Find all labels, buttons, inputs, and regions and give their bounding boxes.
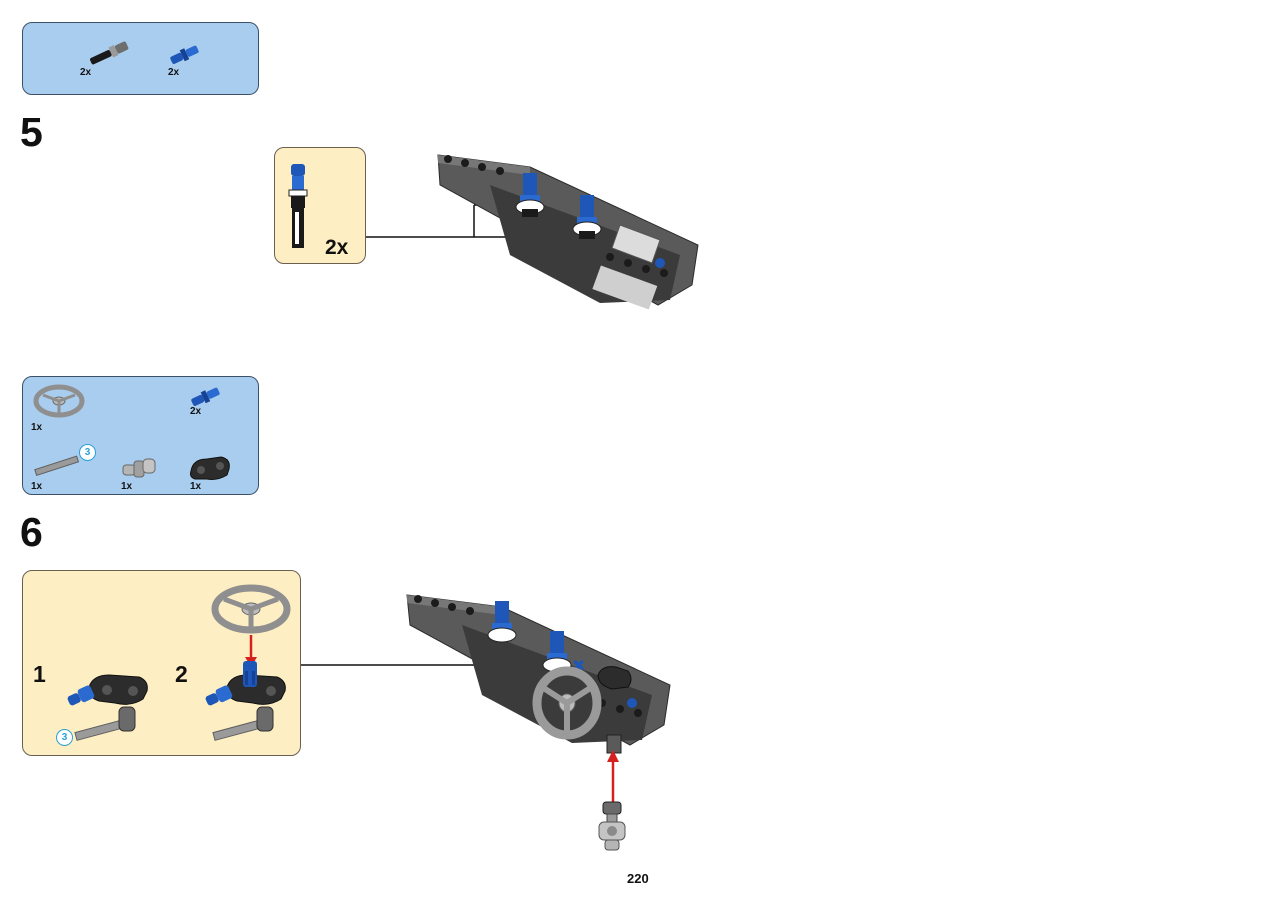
axle-length-badge: 3: [56, 729, 73, 746]
parts-list-step-5: 2x 2x: [22, 22, 259, 95]
subassembly-qty: 2x: [325, 236, 349, 259]
steering-wheel-icon: [211, 584, 291, 634]
universal-joint-icon: [598, 801, 626, 851]
sub-step-2-illustration: [205, 661, 286, 741]
step-5-model-illustration: [437, 154, 699, 310]
part-qty: 1x: [31, 422, 43, 433]
cross-block-black-icon: [190, 456, 230, 480]
axle-pin-blue-icon: [191, 387, 220, 406]
steering-wheel-icon: [33, 384, 85, 418]
part-qty: 1x: [31, 481, 43, 492]
step-6-model-illustration: ✖: [406, 594, 671, 754]
part-qty: 2x: [190, 406, 202, 417]
subassembly-callout-step-6: 1 3 2: [22, 570, 301, 756]
sub-step-number: 1: [33, 661, 46, 687]
axle-3-icon: [34, 455, 80, 477]
part-qty: 2x: [168, 67, 180, 78]
part-qty: 1x: [121, 481, 133, 492]
step-number: 6: [20, 509, 43, 555]
red-arrow-icon: [607, 750, 619, 802]
parts-list-step-6: 1x 2x 3 1x 1x 1x: [22, 376, 259, 495]
pin-with-axle-assembly-icon: [288, 164, 308, 248]
universal-joint-icon: [122, 458, 156, 478]
axle-pin-blue-icon: [170, 45, 199, 64]
page-number: 220: [627, 871, 649, 886]
step-number: 5: [20, 109, 43, 155]
subassembly-callout-step-5: 2x: [274, 147, 366, 264]
axle-length-badge: 3: [79, 444, 96, 461]
sub-step-1-illustration: [67, 674, 148, 741]
axle-pin-with-friction-black-icon: [90, 41, 129, 65]
part-qty: 1x: [190, 481, 202, 492]
sub-step-number: 2: [175, 661, 188, 687]
part-qty: 2x: [80, 67, 92, 78]
